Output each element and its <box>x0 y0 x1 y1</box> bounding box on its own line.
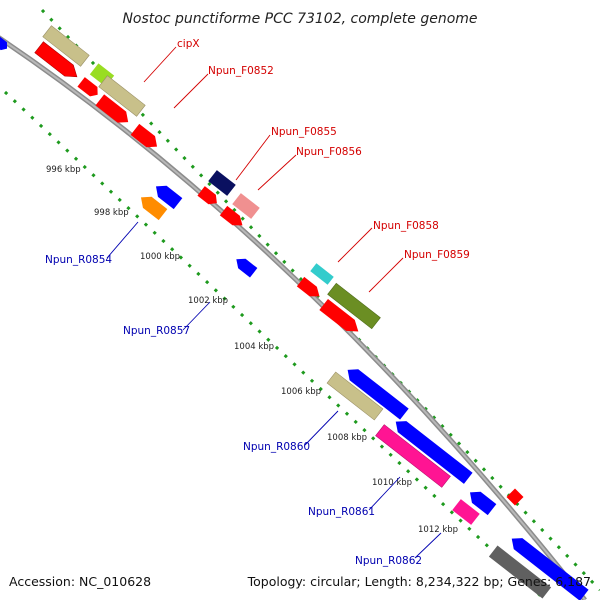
gene-arrow[interactable] <box>219 205 246 230</box>
gene-arrow[interactable] <box>233 254 258 278</box>
gene-bar[interactable] <box>232 193 260 219</box>
gene-arrow[interactable] <box>34 41 81 83</box>
gene-arrow[interactable] <box>466 487 497 516</box>
tick-label: 998 kbp <box>94 208 129 218</box>
gene-bar[interactable] <box>208 170 236 196</box>
topology-text: Topology: circular; Length: 8,234,322 bp… <box>247 574 591 589</box>
gene-arrow[interactable] <box>391 416 473 484</box>
gene-arrow[interactable] <box>296 276 323 301</box>
gene-bar[interactable] <box>326 371 384 421</box>
gene-label-Npun_F0856[interactable]: Npun_F0856 <box>296 146 362 158</box>
tick-label: 1010 kbp <box>372 478 412 488</box>
gene-label-Npun_R0857[interactable]: Npun_R0857 <box>123 325 190 337</box>
gene-bar[interactable] <box>42 25 90 67</box>
map-title: Nostoc punctiforme PCC 73102, complete g… <box>122 11 477 27</box>
tick-label: 1004 kbp <box>234 342 274 352</box>
gene-bar[interactable] <box>375 424 451 488</box>
gene-arrow[interactable] <box>0 36 10 52</box>
gene-arrow[interactable] <box>197 186 220 208</box>
ruler-ticks: 996 kbp 998 kbp 1000 kbp 1002 kbp 1004 k… <box>46 165 458 535</box>
gene-label-Npun_F0858[interactable]: Npun_F0858 <box>373 220 439 232</box>
tick-label: 1012 kbp <box>418 525 458 535</box>
gene-label-Npun_R0861[interactable]: Npun_R0861 <box>308 506 375 518</box>
gene-bar[interactable] <box>488 545 552 599</box>
reverse-gene-labels: Npun_R0854 Npun_R0857 Npun_R0860 Npun_R0… <box>45 254 422 567</box>
gene-features <box>0 25 589 600</box>
tick-label: 1008 kbp <box>327 433 367 443</box>
genome-backbone <box>0 35 587 600</box>
gene-arrow[interactable] <box>506 488 524 506</box>
tick-label: 1002 kbp <box>188 296 228 306</box>
gene-label-Npun_R0860[interactable]: Npun_R0860 <box>243 441 310 453</box>
gene-arrow[interactable] <box>343 364 409 420</box>
gene-arrow[interactable] <box>130 123 162 152</box>
gene-arrow[interactable] <box>137 192 168 221</box>
genome-backbone-highlight <box>0 37 586 600</box>
accession-text: Accession: NC_010628 <box>9 574 151 589</box>
gene-label-Npun_R0862[interactable]: Npun_R0862 <box>355 555 422 567</box>
gene-bar[interactable] <box>310 263 334 285</box>
forward-gene-labels: cipX Npun_F0852 Npun_F0855 Npun_F0856 Np… <box>177 38 470 261</box>
gene-label-cipX[interactable]: cipX <box>177 38 200 50</box>
gene-label-Npun_R0854[interactable]: Npun_R0854 <box>45 254 112 266</box>
gene-arrow[interactable] <box>77 77 101 99</box>
gene-label-Npun_F0859[interactable]: Npun_F0859 <box>404 249 470 261</box>
gene-arrow[interactable] <box>95 94 133 127</box>
gene-label-Npun_F0852[interactable]: Npun_F0852 <box>208 65 274 77</box>
gene-arrow[interactable] <box>152 181 183 210</box>
gene-bar[interactable] <box>327 282 381 330</box>
gene-bar[interactable] <box>452 499 480 525</box>
inner-dotted-ring <box>3 90 547 600</box>
tick-label: 1000 kbp <box>140 252 180 262</box>
tick-label: 1006 kbp <box>281 387 321 397</box>
tick-label: 996 kbp <box>46 165 81 175</box>
leader-lines <box>106 46 442 559</box>
gene-bar[interactable] <box>98 75 146 117</box>
gene-label-Npun_F0855[interactable]: Npun_F0855 <box>271 126 337 138</box>
gene-arrow[interactable] <box>507 533 589 600</box>
gene-arrow[interactable] <box>319 298 362 337</box>
